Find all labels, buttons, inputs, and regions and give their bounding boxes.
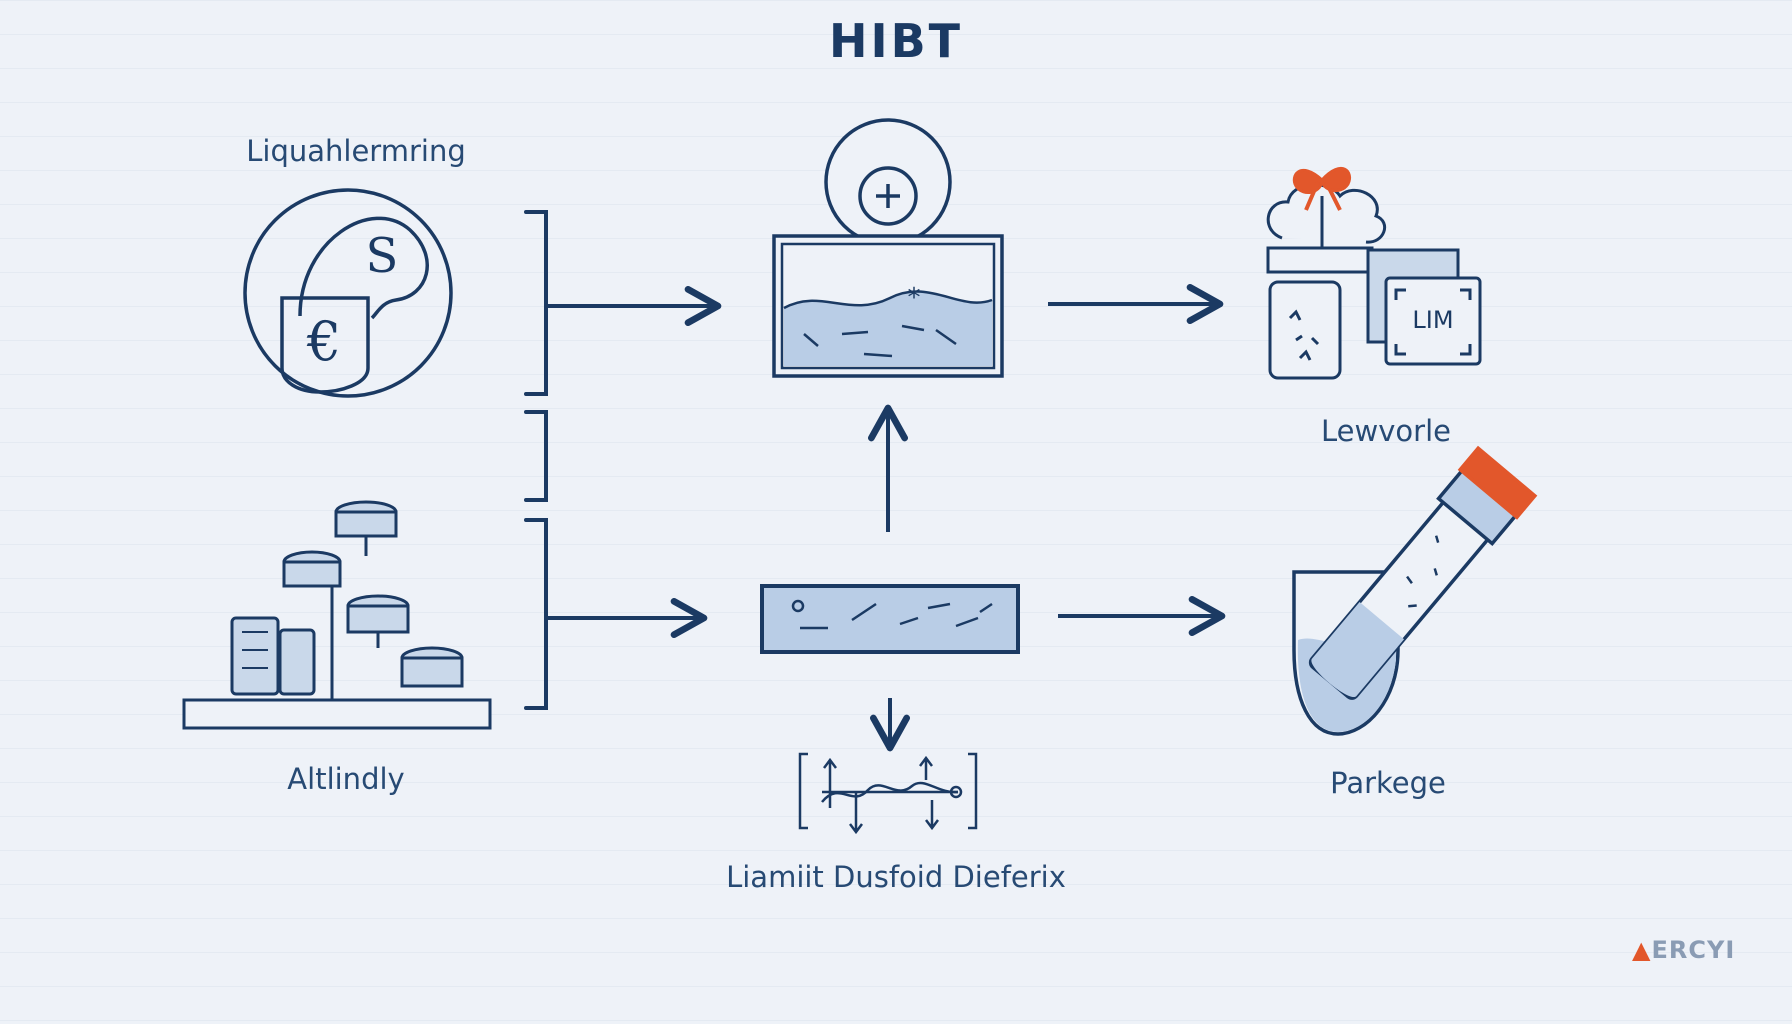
- server-stack-icon: [182, 500, 492, 730]
- bracket-bottom: [524, 518, 548, 710]
- watermark-text: ERCYI: [1651, 936, 1736, 964]
- badge-text: LIM: [1412, 306, 1453, 334]
- svg-text:€: €: [306, 310, 341, 373]
- label-liamiit-dusfoid-dieferix: Liamiit Dusfoid Dieferix: [726, 860, 1066, 894]
- test-tube-icon: [1292, 445, 1538, 736]
- watermark-mark-icon: ▲: [1632, 936, 1652, 964]
- vault-box-icon: *: [772, 118, 1004, 378]
- currency-coins-icon: S €: [243, 188, 453, 398]
- watermark-logo: ▲ERCYI: [1632, 936, 1735, 964]
- gift-container-icon: LIM: [1266, 166, 1482, 380]
- data-bar-icon: [760, 584, 1020, 654]
- svg-text:*: *: [908, 283, 921, 313]
- label-parkege: Parkege: [1330, 766, 1446, 800]
- diagram-title: HIBT: [828, 14, 964, 68]
- chart-graph-icon: [798, 752, 978, 835]
- bracket-middle: [524, 410, 548, 502]
- bracket-top: [524, 210, 548, 396]
- label-lewvorle: Lewvorle: [1321, 414, 1451, 448]
- svg-text:S: S: [366, 228, 399, 284]
- label-altlindly: Altlindly: [287, 762, 405, 796]
- label-liquahlermring: Liquahlermring: [246, 134, 466, 168]
